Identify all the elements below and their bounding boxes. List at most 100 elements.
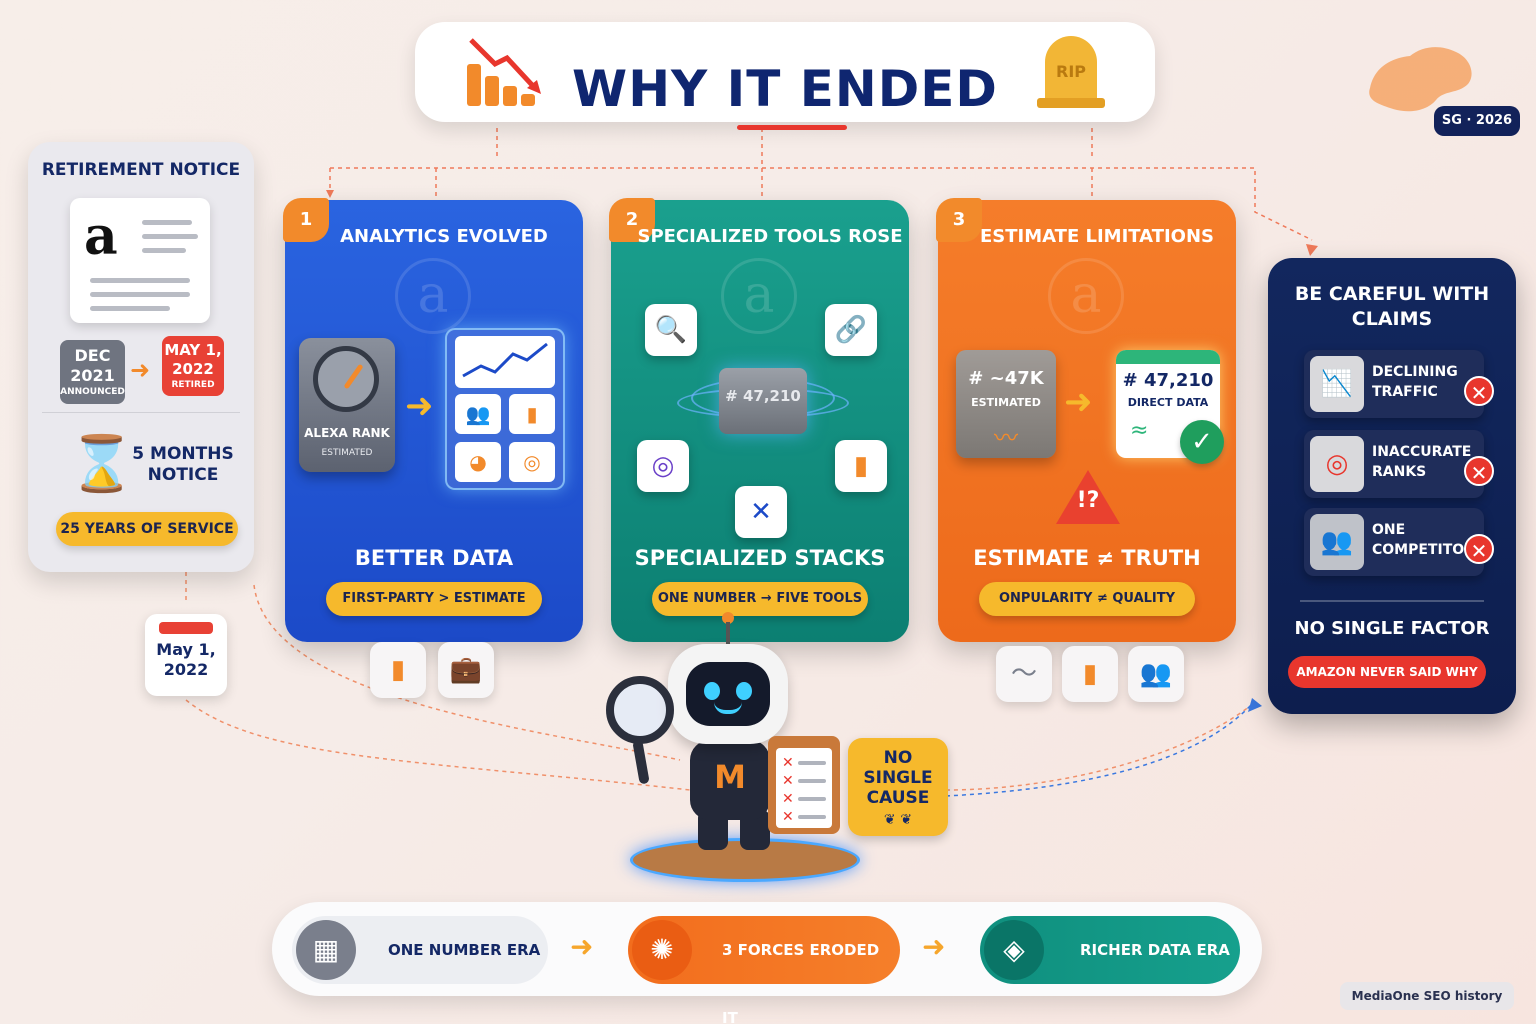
line-chart-icon — [455, 336, 555, 388]
mascot-badge: M — [714, 758, 746, 796]
clipboard-icon: ✕ ✕ ✕ ✕ — [768, 736, 840, 834]
notice-document: a — [70, 198, 210, 323]
retired-date-value: MAY 1, 2022 — [164, 341, 222, 378]
link-icon: 🔗 — [825, 304, 877, 356]
title-banner: WHY IT ENDED RIP — [415, 22, 1155, 130]
timeline-step: ▦ ONE NUMBER ERA — [292, 916, 548, 984]
users-icon: 👥 — [455, 394, 501, 434]
calendar-tile: May 1, 2022 — [145, 614, 227, 696]
laurel-icon: ❦ ❦ — [883, 812, 913, 828]
card-title: ANALYTICS EVOLVED — [340, 226, 548, 247]
wave-icon: ≈ — [1130, 418, 1149, 443]
speech-bubble: NO SINGLE CAUSE ❦ ❦ — [848, 738, 948, 836]
timeline-label: RICHER DATA ERA — [1080, 941, 1230, 959]
estimated-rank-tile: # ~47K ESTIMATED 〰 — [956, 350, 1056, 458]
hourglass-icon: ⌛ — [68, 432, 136, 495]
card-headline: BETTER DATA — [354, 546, 514, 570]
search-icon: 🔍 — [645, 304, 697, 356]
amazon-watermark-icon: a — [395, 258, 471, 334]
bar-chart-icon: ▮ — [1062, 646, 1118, 702]
map-icon — [1369, 47, 1472, 112]
close-icon: ✕ — [1464, 534, 1494, 564]
timeline-step: ✺ 3 FORCES ERODED IT — [628, 916, 900, 1024]
close-icon: ✕ — [1464, 456, 1494, 486]
layers-icon: ◈ — [984, 920, 1044, 980]
amazon-logo-icon: a — [84, 206, 118, 267]
close-icon: ✕ — [1464, 376, 1494, 406]
wave-icon: 〜 — [996, 646, 1052, 702]
card-title: SPECIALIZED TOOLS ROSE — [637, 226, 903, 247]
service-years-pill: 25 YEARS OF SERVICE — [56, 512, 238, 546]
no-single-factor: NO SINGLE FACTOR — [1294, 618, 1490, 639]
declining-bar-chart-icon — [467, 38, 541, 106]
gauge-icon — [313, 346, 379, 412]
users-icon: 👥 — [1310, 514, 1364, 570]
bar-chart-icon: ▮ — [509, 394, 555, 434]
gauge-sublabel: ESTIMATED — [321, 448, 373, 458]
card-number: 2 — [609, 198, 655, 242]
pie-chart-icon: ◕ — [455, 442, 501, 482]
timeline-step: ◈ RICHER DATA ERA — [980, 916, 1240, 984]
estimate-limitations-card: 3 ESTIMATE LIMITATIONS a # ~47K ESTIMATE… — [936, 198, 1236, 642]
amazon-never-said-pill: AMAZON NEVER SAID WHY — [1288, 656, 1486, 688]
claims-title: BE CAREFUL WITH CLAIMS — [1294, 283, 1490, 330]
card-pill: ONPULARITY ≠ QUALITY — [979, 582, 1195, 616]
arrow-right-icon: ➜ — [570, 930, 594, 963]
retired-label: RETIRED — [171, 380, 215, 390]
users-icon: 👥 — [1128, 646, 1184, 702]
card-headline: SPECIALIZED STACKS — [634, 546, 886, 570]
calendar-icon — [159, 622, 213, 634]
card-pill: FIRST-PARTY > ESTIMATE — [326, 582, 542, 616]
direct-data-tile: # 47,210 DIRECT DATA ≈ — [1116, 350, 1220, 458]
retirement-notice-card: RETIREMENT NOTICE a DEC 2021 ANNOUNCED ➜… — [28, 142, 254, 572]
claim-label: ONE COMPETITOR — [1372, 522, 1475, 558]
amazon-watermark-icon: a — [721, 258, 797, 334]
arrow-right-icon: ➜ — [405, 386, 434, 426]
claim-item: ◎ INACCURATE RANKS ✕ — [1304, 430, 1494, 498]
notice-period: 5 MONTHS NOTICE — [132, 444, 234, 485]
card-headline: ESTIMATE ≠ TRUTH — [973, 546, 1201, 570]
robot-face — [686, 662, 770, 726]
robot-mascot — [668, 644, 788, 744]
timeline-label: 3 FORCES ERODED IT — [722, 941, 880, 1024]
card-number: 1 — [283, 198, 329, 242]
robot-eye — [704, 682, 720, 700]
analytics-dashboard: 👥 ▮ ◕ ◎ — [445, 328, 565, 490]
robot-smile — [714, 702, 742, 714]
wave-icon: 〰 — [994, 424, 1018, 452]
magnifier-icon — [606, 676, 674, 744]
robot-antenna-stick — [726, 622, 730, 646]
divider — [42, 412, 240, 413]
tombstone-icon — [1037, 36, 1105, 108]
announced-date-value: DEC 2021 — [70, 346, 115, 385]
claim-item: 👥 ONE COMPETITOR ✕ — [1304, 508, 1494, 576]
divider — [1300, 600, 1484, 602]
card-pill: ONE NUMBER → FIVE TOOLS — [652, 582, 868, 616]
claim-item: 📉 DECLINING TRAFFIC ✕ — [1304, 350, 1494, 418]
title-underline — [737, 125, 847, 130]
bar-chart-icon: ▮ — [370, 642, 426, 698]
direct-label: DIRECT DATA — [1127, 396, 1209, 409]
bubble-text: NO SINGLE CAUSE — [863, 748, 933, 808]
claim-label: DECLINING TRAFFIC — [1372, 364, 1458, 400]
warning-icon — [1056, 470, 1120, 524]
rip-label: RIP — [1056, 62, 1086, 81]
timeline-label: ONE NUMBER ERA — [388, 941, 541, 959]
amazon-watermark-icon: a — [1048, 258, 1124, 334]
warning-symbol: !? — [1076, 488, 1100, 513]
briefcase-search-icon: 💼 — [438, 642, 494, 698]
estimated-label: ESTIMATED — [971, 396, 1041, 409]
retired-date: MAY 1, 2022 RETIRED — [162, 336, 224, 396]
era-timeline: ▦ ONE NUMBER ERA ➜ ✺ 3 FORCES ERODED IT … — [272, 902, 1262, 1024]
declining-chart-icon: 📉 — [1310, 356, 1364, 412]
arrow-right-icon: ➜ — [130, 356, 151, 384]
arrow-right-icon: ➜ — [922, 930, 946, 963]
analytics-evolved-card: 1 ANALYTICS EVOLVED a ALEXA RANK ESTIMAT… — [283, 198, 583, 642]
estimated-value: # ~47K — [968, 368, 1044, 389]
announced-label: ANNOUNCED — [60, 387, 125, 397]
footer-credit: MediaOne SEO history — [1340, 982, 1514, 1010]
retirement-title: RETIREMENT NOTICE — [41, 160, 241, 180]
single-rank-tile: # 47,210 — [719, 368, 807, 434]
target-icon: ◎ — [637, 440, 689, 492]
direct-value: # 47,210 — [1122, 370, 1214, 391]
